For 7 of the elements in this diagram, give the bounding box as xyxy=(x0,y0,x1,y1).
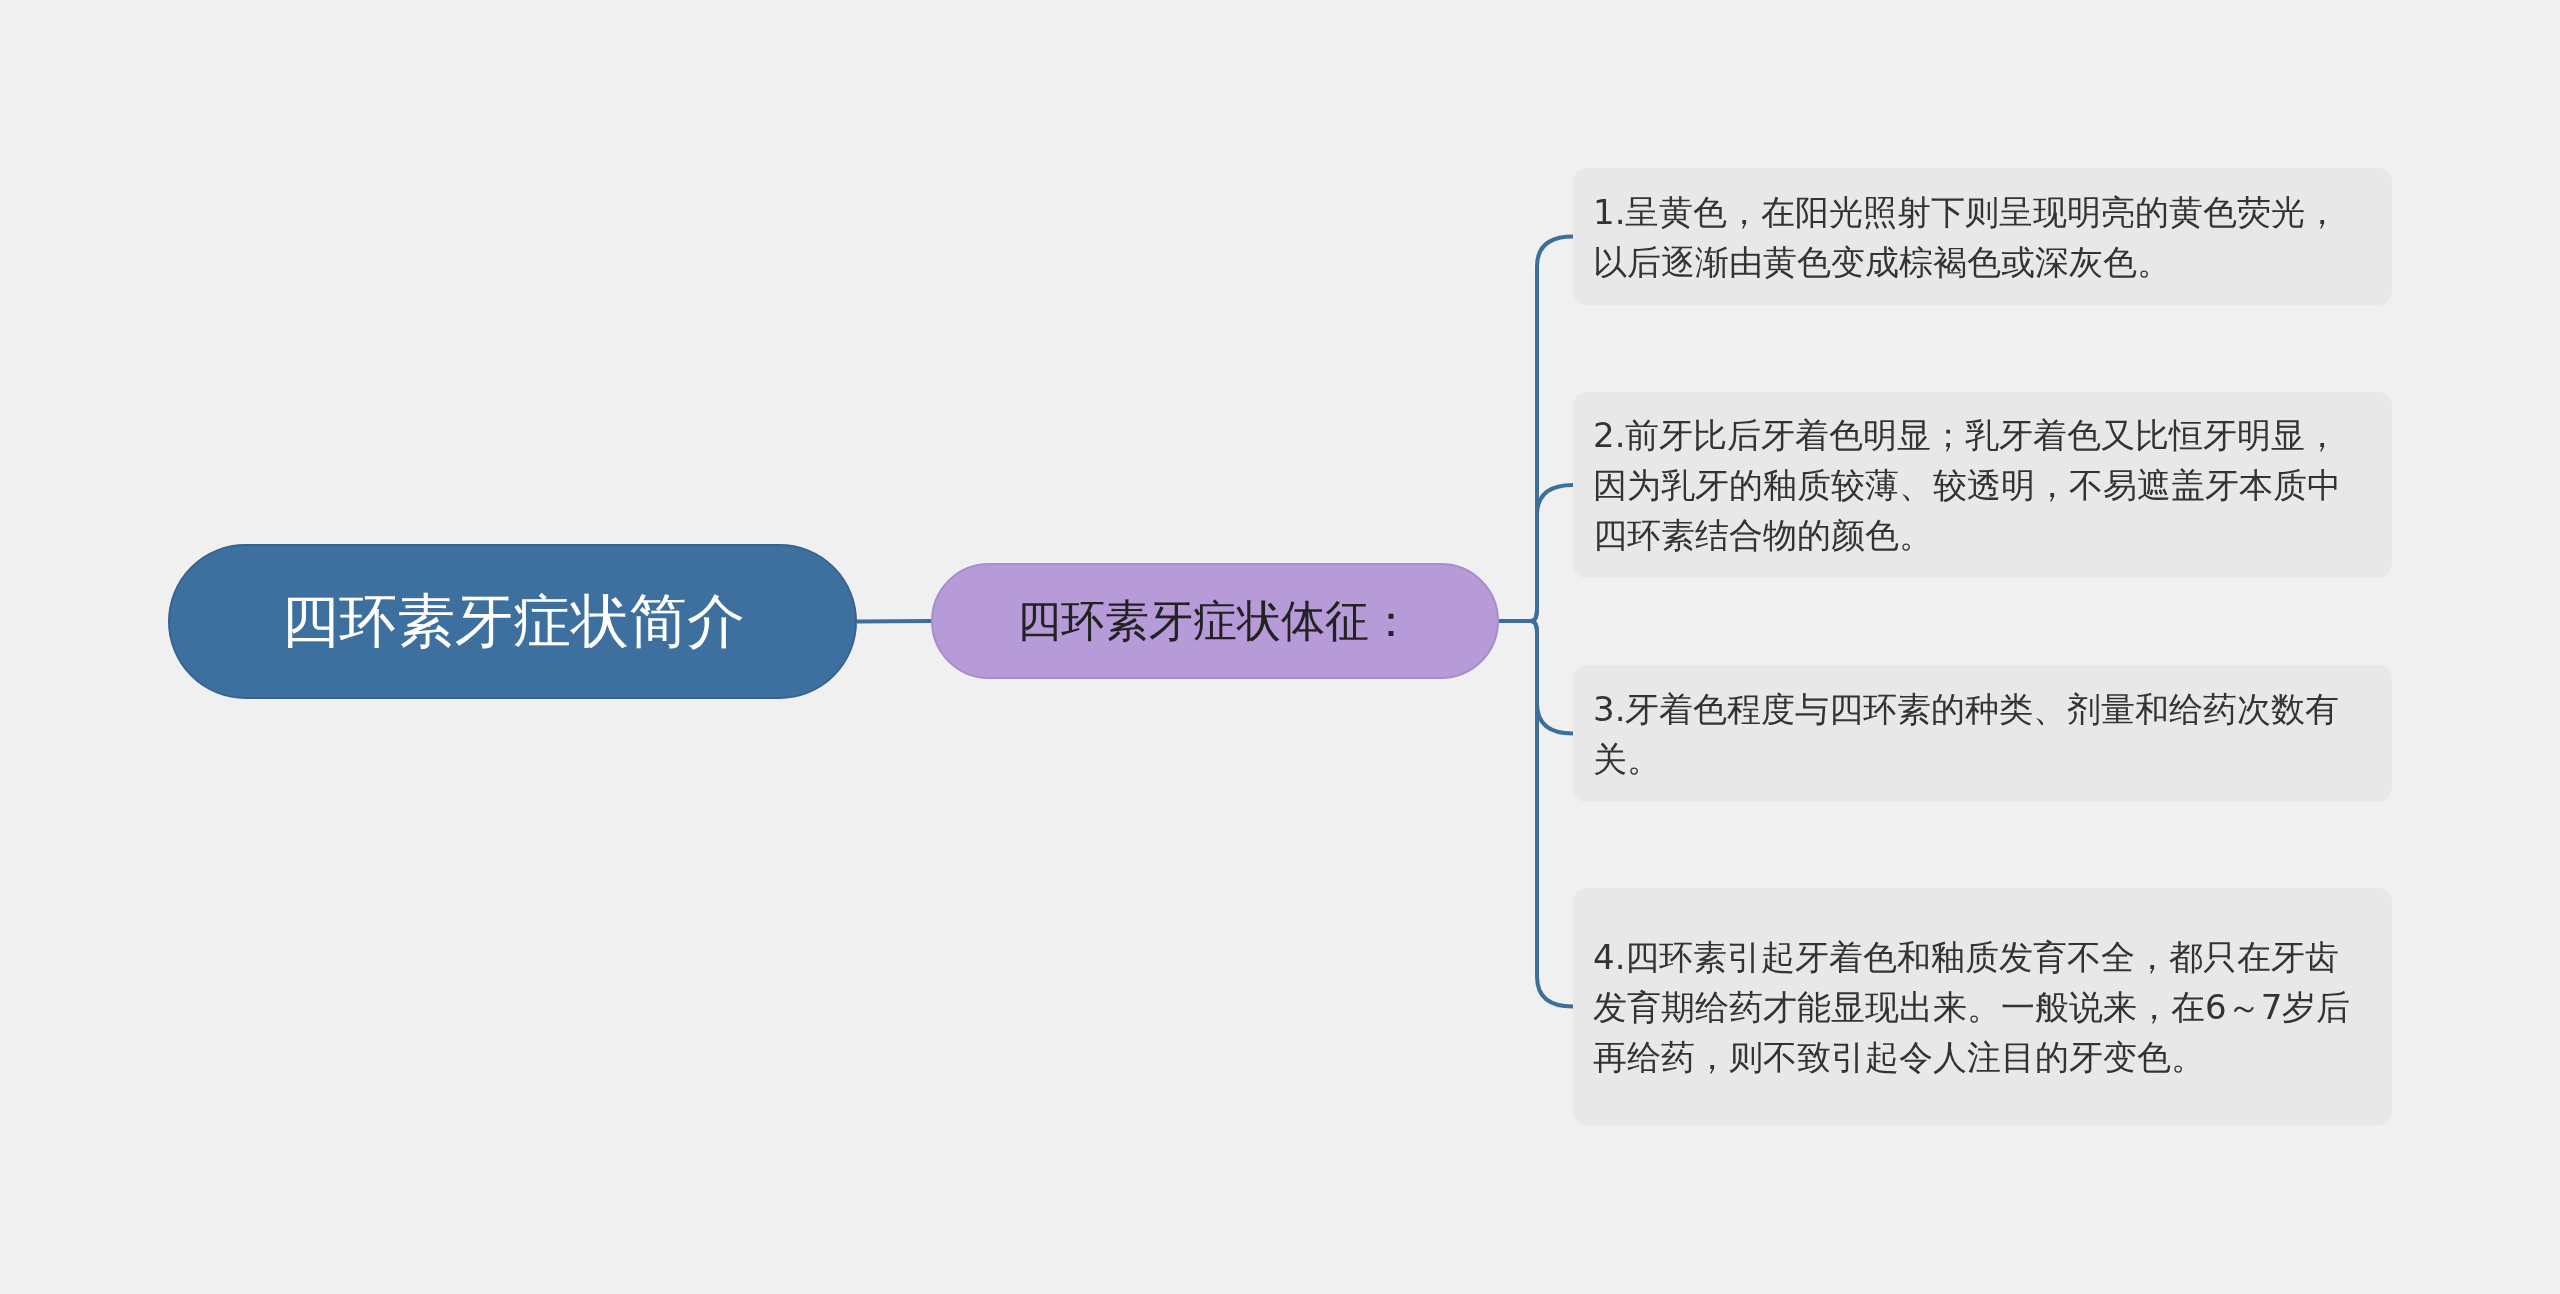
topic-box: 四环素牙症状简介 xyxy=(168,544,857,699)
detail-box: 1.呈黄色，在阳光照射下则呈现明亮的黄色荧光，以后逐渐由黄色变成棕褐色或深灰色。 xyxy=(1573,168,2392,305)
connector-line xyxy=(857,619,931,624)
detail-box: 4.四环素引起牙着色和釉质发育不全，都只在牙齿发育期给药才能显现出来。一般说来，在6～7岁后再给药，则不致引起令人注目的牙变色。 xyxy=(1573,888,2392,1125)
detail-box: 3.牙着色程度与四环素的种类、剂量和给药次数有关。 xyxy=(1573,665,2392,802)
detail-box: 2.前牙比后牙着色明显；乳牙着色又比恒牙明显，因为乳牙的釉质较薄、较透明，不易遮盖牙本质中四环素结合物的颜色。 xyxy=(1573,392,2392,578)
subtopic-box: 四环素牙症状体征： xyxy=(931,563,1499,679)
